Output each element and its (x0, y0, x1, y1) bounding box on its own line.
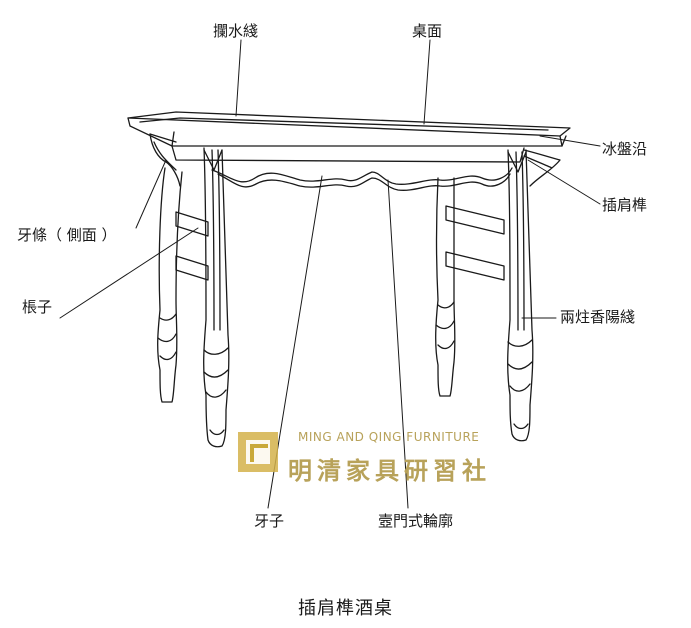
label-bingpanyan: 冰盤沿 (602, 140, 648, 158)
leader-yatiao (135, 159, 167, 229)
watermark-english: MING AND QING FURNITURE (298, 430, 480, 444)
apron (149, 133, 561, 191)
label-chajian: 插肩榫 (602, 196, 648, 214)
label-yatiao: 牙條（ 側面 ） (17, 226, 117, 244)
leader-humen (387, 179, 409, 509)
leader-zhuomian (423, 39, 431, 125)
leader-chajian (527, 159, 601, 205)
stretchers (175, 205, 505, 281)
label-zhuomian: 桌面 (412, 22, 443, 40)
watermark-chinese: 明清家具研習社 (288, 456, 491, 485)
label-yazi: 牙子 (254, 512, 285, 530)
leader-chengzi (59, 227, 199, 319)
leader-lanshui (235, 39, 242, 117)
label-humen: 壼門式輪廓 (378, 512, 454, 530)
label-lanshui: 攔水綫 (213, 22, 259, 40)
label-liangzhu: 兩炷香陽綫 (560, 308, 636, 326)
front-legs (203, 147, 534, 448)
watermark-logo (238, 432, 278, 472)
label-chengzi: 棖子 (22, 298, 53, 316)
back-legs (157, 167, 456, 403)
diagram-caption: 插肩榫酒桌 (298, 598, 393, 619)
leader-bingpanyan (539, 135, 601, 147)
tabletop (127, 111, 571, 147)
